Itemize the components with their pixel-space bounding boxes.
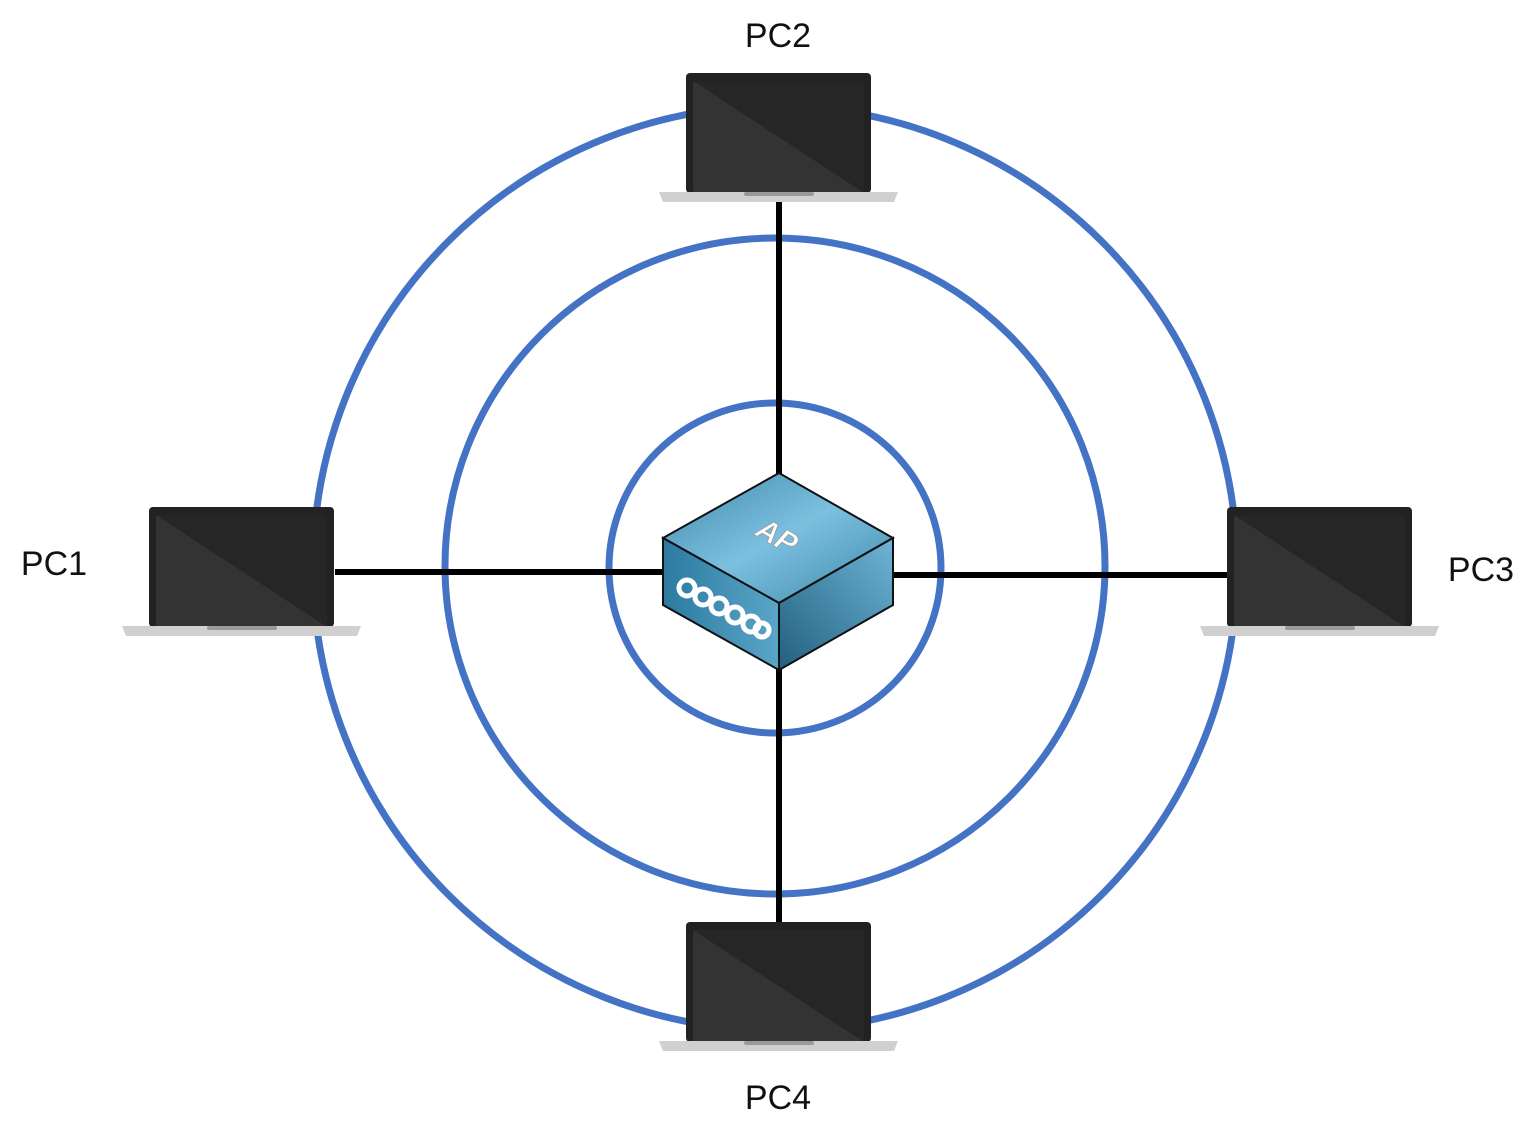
pc1[interactable]: PC1 <box>21 507 361 636</box>
laptop-icon <box>122 507 361 636</box>
pc4-label: PC4 <box>745 1079 811 1117</box>
links <box>335 195 1228 925</box>
pc4[interactable]: PC4 <box>659 922 898 1117</box>
pc1-label: PC1 <box>21 545 87 583</box>
pc3[interactable]: PC3 <box>1200 507 1514 636</box>
inner-coverage-ring <box>605 399 945 737</box>
laptop-icon <box>659 922 898 1051</box>
pc3-label: PC3 <box>1448 551 1514 589</box>
middle-coverage-ring <box>441 234 1109 898</box>
pc2[interactable]: PC2 <box>659 17 898 202</box>
access-point[interactable]: AP <box>660 471 896 672</box>
antenna-icon <box>676 577 772 640</box>
laptop-icon <box>1200 507 1439 636</box>
laptop-icon <box>659 73 898 202</box>
pc2-label: PC2 <box>745 17 811 55</box>
